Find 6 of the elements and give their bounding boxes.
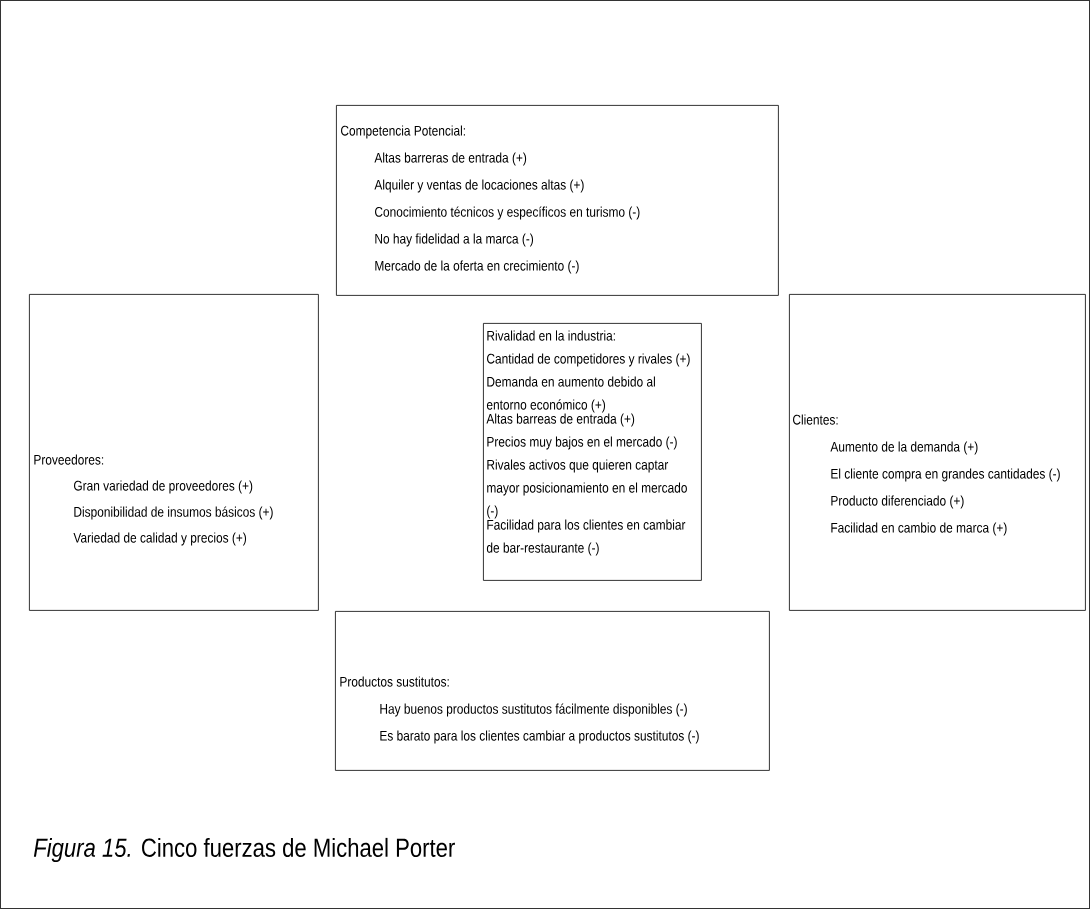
text-box: Proveedores: Gran variedad de proveedores (+) Disponibilidad de insumos básicos (+) Variedad de calidad y precios (+) [29, 294, 319, 611]
text-box: Competencia Potencial: Altas barreras de entrada (+) Alquiler y ventas de locaciones altas (+) Conocimiento técnicos y específicos en turismo (-) No hay fidelidad a la marca (-) Mercado de la oferta en crecimiento (-) [336, 105, 779, 296]
caption: Figura 15. Cinco fuerzas de Michael Porter [33, 837, 455, 863]
text-box: Rivalidad en la industria: Cantidad de competidores y rivales (+) Demanda en aumento debido al entorno económico (+) Altas barreas de entrada (+) Precios muy bajos en el mercado (-) Rivales activos que quieren captar mayor posicionamiento en el mercado (-) Facilidad para los clientes en cambiar de bar-restaurante (-) [483, 323, 702, 581]
text-box: Clientes: Aumento de la demanda (+) El cliente compra en grandes cantidades (-) Producto diferenciado (+) Facilidad en cambio de marca (+) [789, 294, 1086, 611]
text-box: Productos sustitutos: Hay buenos productos sustitutos fácilmente disponibles (-) Es barato para los clientes cambiar a productos sustitutos (-) [335, 611, 770, 771]
